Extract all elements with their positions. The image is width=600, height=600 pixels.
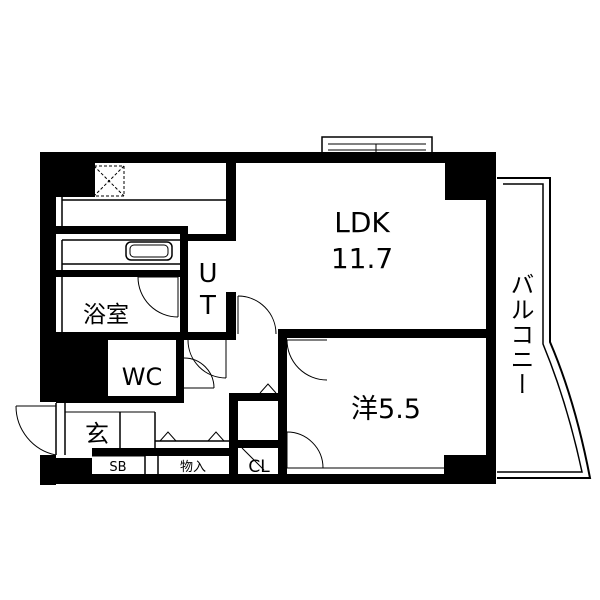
shoe-box-label: SB xyxy=(109,460,126,475)
thin-lines xyxy=(55,163,496,474)
entrance-label: 玄 xyxy=(85,420,109,448)
western-room-label: 洋5.5 xyxy=(351,394,421,425)
closet-label: CL xyxy=(248,457,270,477)
wc-label: WC xyxy=(122,363,163,391)
bath-label: 浴室 xyxy=(83,302,129,328)
balcony xyxy=(497,177,592,479)
walls xyxy=(40,152,496,485)
room-labels: LDK 11.7 洋5.5 浴室 U T WC 玄 SB 物入 CL xyxy=(83,206,421,477)
skylight-icon xyxy=(93,165,125,197)
bathtub-icon xyxy=(125,241,173,261)
storage-label: 物入 xyxy=(180,460,206,475)
balcony-label: バルコニー xyxy=(506,272,534,397)
ut-label-bottom: T xyxy=(199,291,216,321)
ldk-size: 11.7 xyxy=(331,242,393,275)
door-swing-icon xyxy=(15,276,328,471)
ldk-label: LDK xyxy=(334,206,390,239)
ut-label-top: U xyxy=(198,259,217,289)
